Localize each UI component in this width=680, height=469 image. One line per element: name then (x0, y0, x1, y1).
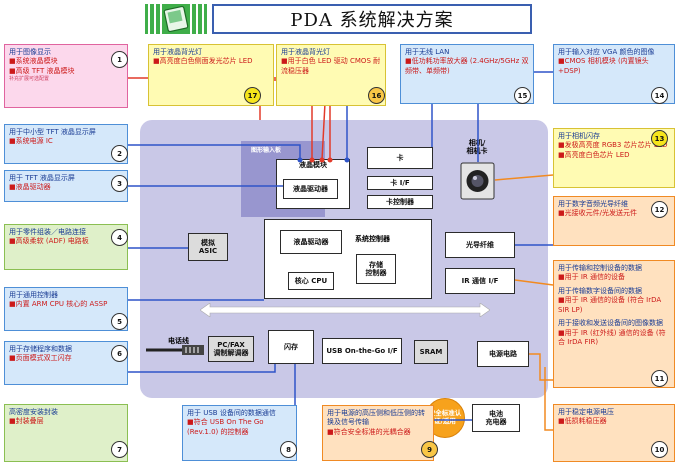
note-2-bullet-1: ■系统电源 IC (9, 137, 53, 146)
graphics-tablet-label: 图形输入板 (251, 147, 282, 154)
camera-label: 相机/ 相机卡 (466, 139, 488, 156)
system-controller-label: 系统控制器 (355, 235, 390, 243)
card-if-block: 卡 I/F (367, 176, 433, 190)
analog-asic-block: 模拟 ASIC (188, 233, 228, 261)
card-block: 卡 (367, 147, 433, 169)
note-14-bullet-1: ■CMOS 相机模块 (内置镜头+DSP) (558, 57, 649, 75)
note-11-title: 用于传输和控制设备的数据 (558, 264, 642, 272)
sram-block: SRAM (414, 340, 448, 364)
note-10-title: 用于稳定电源电压 (558, 408, 614, 416)
note-11-number: 11 (651, 370, 668, 387)
note-11-bullet-3: ■用于 IR (红外线) 通信的设备 (符合 IrDA FIR) (558, 328, 666, 347)
lcd-driver2-block: 液晶驱动器 (280, 230, 342, 254)
note-17-title: 用于液晶背光灯 (153, 48, 202, 56)
note-17-number: 17 (244, 87, 261, 104)
phone-cable-label: 电话线 (168, 337, 189, 345)
lcd-module-label: 液晶模块 (299, 161, 327, 169)
note-1-bullet-1: ■系统液晶模块 (9, 57, 58, 66)
note-4-number: 4 (111, 229, 128, 246)
note-14-number: 14 (651, 87, 668, 104)
note-1: 用于图像显示 ■系统液晶模块 ■高级 TFT 液晶模块 补充扩展可选配置 (4, 44, 128, 108)
core-cpu-block: 核心 CPU (288, 272, 334, 290)
camera-module-icon (460, 162, 495, 200)
note-1-small: 补充扩展可选配置 (9, 76, 50, 83)
note-1-number: 1 (111, 51, 128, 68)
note-9-bullet-1: ■符合安全标准的光耦合器 (327, 427, 411, 436)
note-4-bullet-1: ■高级柔软 (ADF) 电路板 (9, 237, 89, 246)
note-13-bullet-1: ■发极高亮度 RGB3 芯片芯片 LED (558, 141, 668, 150)
note-16-title: 用于液晶背光灯 (281, 48, 330, 56)
note-11-title-2: 用于传输数字设备间的数据 (558, 286, 642, 295)
note-6-bullet-1: ■页面模式双工闪存 (9, 354, 72, 363)
battery-charger-block: 电池 充电器 (472, 404, 520, 432)
note-6-title: 用于存储程序和数据 (9, 345, 72, 353)
lcd-driver-block: 液晶驱动器 (283, 179, 338, 199)
pda-header-icon (145, 4, 207, 34)
note-5-title: 用于通用控制器 (9, 291, 58, 299)
note-8-bullet-1: ■符合 USB On The Go (Rev.1.0) 的控制器 (187, 418, 264, 436)
note-13-title: 用于相机闪存 (558, 132, 600, 140)
note-13-number: 13 (651, 130, 668, 147)
note-14-title: 用于输入对应 VGA 颜色的图像 (558, 48, 655, 56)
note-15-bullet-1: ■低功耗功率放大器 (2.4GHz/5GHz 双频带、单频带) (405, 57, 529, 75)
note-4: 用于零件组装／电路连接 ■高级柔软 (ADF) 电路板 (4, 224, 128, 270)
note-12-number: 12 (651, 201, 668, 218)
note-2-title: 用于中小型 TFT 液晶显示屏 (9, 128, 96, 136)
note-2-number: 2 (111, 145, 128, 162)
note-12-bullet-1: ■光接收元件/光发送元件 (558, 209, 637, 218)
note-8: 用于 USB 设备间的数据通信 ■符合 USB On The Go (Rev.1… (182, 405, 297, 461)
note-3-title: 用于 TFT 液晶显示屏 (9, 174, 75, 182)
note-9-title: 用于电源的高压侧和低压侧的转换及信号传输 (327, 409, 425, 427)
note-15-number: 15 (514, 87, 531, 104)
note-8-number: 8 (280, 441, 297, 458)
note-6: 用于存储程序和数据 ■页面模式双工闪存 (4, 341, 128, 385)
note-1-bullet-2: ■高级 TFT 液晶模块 (9, 66, 75, 75)
note-8-title: 用于 USB 设备间的数据通信 (187, 409, 276, 417)
note-5-number: 5 (111, 313, 128, 330)
note-7: 高密度安装封装 ■封装叠层 (4, 404, 128, 462)
note-3-number: 3 (111, 175, 128, 192)
note-17-bullet-1: ■高亮度白色侧面发光芯片 LED (153, 57, 253, 66)
note-10-number: 10 (651, 441, 668, 458)
note-16-bullet-1: ■用于白色 LED 驱动 CMOS 耐流稳压器 (281, 57, 381, 75)
note-1-title: 用于图像显示 (9, 48, 51, 56)
note-3-bullet-1: ■液晶驱动器 (9, 183, 51, 192)
note-16-number: 16 (368, 87, 385, 104)
storage-controller-block: 存储 控制器 (356, 254, 396, 284)
note-6-number: 6 (111, 345, 128, 362)
note-11: 用于传输和控制设备的数据 ■用于 IR 通信的设备 用于传输数字设备间的数据 ■… (553, 260, 675, 388)
power-circuit-block: 电源电路 (477, 341, 529, 367)
bus-arrow (200, 303, 490, 317)
note-4-title: 用于零件组装／电路连接 (9, 228, 86, 236)
phone-cable-icon (146, 345, 204, 355)
light-guide-block: 光导纤维 (445, 232, 515, 258)
note-10-bullet-1: ■低损耗稳压器 (558, 417, 607, 426)
note-12-title: 用于数字音频光导纤维 (558, 200, 628, 208)
usb-otg-block: USB On-the-Go I/F (322, 338, 402, 364)
ir-if-block: IR 通信 I/F (445, 268, 515, 294)
note-7-title: 高密度安装封装 (9, 408, 58, 416)
note-9-number: 9 (421, 441, 438, 458)
note-11-bullet-2: ■用于 IR 通信的设备 (符合 IrDA SIR LP) (558, 296, 662, 314)
note-13-bullet-2: ■高亮度白色芯片 LED (558, 150, 630, 159)
note-11-title-3: 用于接收和发送设备间的图像数据 (558, 319, 663, 328)
note-15-title: 用于无线 LAN (405, 48, 450, 56)
flash-memory-block: 闪存 (268, 330, 314, 364)
card-controller-block: 卡控制器 (367, 195, 433, 209)
note-7-bullet-1: ■封装叠层 (9, 417, 44, 426)
note-7-number: 7 (111, 441, 128, 458)
note-11-bullet-1: ■用于 IR 通信的设备 (558, 273, 625, 282)
note-5-bullet-1: ■内置 ARM CPU 核心的 ASSP (9, 300, 108, 309)
note-16: 用于液晶背光灯 ■用于白色 LED 驱动 CMOS 耐流稳压器 (276, 44, 386, 106)
pc-fax-modem-block: PC/FAX 调制解调器 (208, 336, 254, 362)
note-3: 用于 TFT 液晶显示屏 ■液晶驱动器 (4, 170, 128, 202)
note-15: 用于无线 LAN ■低功耗功率放大器 (2.4GHz/5GHz 双频带、单频带) (400, 44, 534, 104)
note-9: 用于电源的高压侧和低压侧的转换及信号传输 ■符合安全标准的光耦合器 (322, 405, 434, 461)
note-5: 用于通用控制器 ■内置 ARM CPU 核心的 ASSP (4, 287, 128, 331)
page-title: PDA 系统解决方案 (212, 4, 532, 34)
note-2: 用于中小型 TFT 液晶显示屏 ■系统电源 IC (4, 124, 128, 164)
